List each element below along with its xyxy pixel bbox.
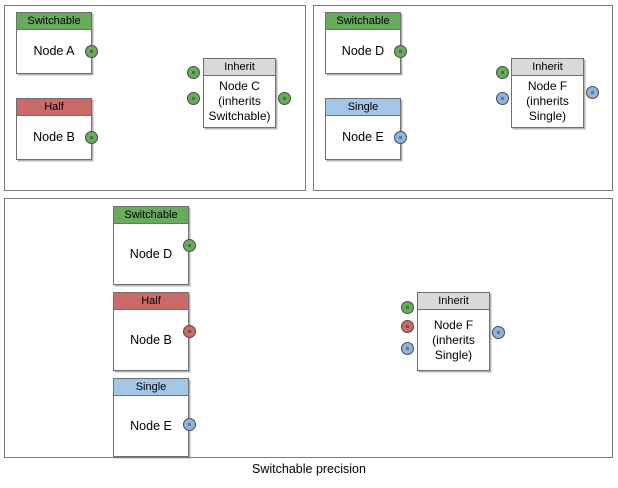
node-c[interactable]: Inherit Node C (inherits Switchable) <box>203 58 276 128</box>
port-node-e-output[interactable] <box>394 131 407 144</box>
node-f-bottom-header: Inherit <box>418 293 489 310</box>
node-c-header: Inherit <box>204 59 275 76</box>
port-node-c-output[interactable] <box>278 92 291 105</box>
node-d-bottom-header: Switchable <box>114 207 188 224</box>
port-node-f-top-input-2[interactable] <box>496 92 509 105</box>
port-node-c-input-2[interactable] <box>187 92 200 105</box>
port-node-d-bottom-output[interactable] <box>183 239 196 252</box>
port-node-d-output[interactable] <box>394 45 407 58</box>
node-f-top-header: Inherit <box>512 59 583 76</box>
node-e-bottom-label: Node E <box>130 418 172 433</box>
port-node-f-bottom-input-3[interactable] <box>401 342 414 355</box>
node-f-bottom-label: Node F (inherits Single) <box>432 317 475 362</box>
node-b-bottom-header: Half <box>114 293 188 310</box>
node-b-header: Half <box>17 99 91 116</box>
node-b-label: Node B <box>33 130 75 144</box>
node-e-bottom-header: Single <box>114 379 188 396</box>
port-node-f-bottom-input-1[interactable] <box>401 301 414 314</box>
port-node-f-bottom-input-2[interactable] <box>401 320 414 333</box>
port-node-c-input-1[interactable] <box>187 66 200 79</box>
node-d-bottom-label: Node D <box>129 246 173 261</box>
node-e[interactable]: Single Node E <box>325 98 401 160</box>
panel-bottom <box>4 198 613 458</box>
diagram-caption: Switchable precision <box>252 462 366 476</box>
node-e-header: Single <box>326 99 400 116</box>
port-node-f-top-output[interactable] <box>586 86 599 99</box>
port-node-f-bottom-output[interactable] <box>492 326 505 339</box>
node-c-label: Node C (inherits Switchable) <box>208 79 271 123</box>
port-node-a-output[interactable] <box>85 45 98 58</box>
node-a[interactable]: Switchable Node A <box>16 12 92 74</box>
node-e-bottom[interactable]: Single Node E <box>113 378 189 457</box>
node-b[interactable]: Half Node B <box>16 98 92 160</box>
port-node-f-top-input-1[interactable] <box>496 66 509 79</box>
node-d[interactable]: Switchable Node D <box>325 12 401 74</box>
node-d-label: Node D <box>341 44 385 58</box>
node-f-bottom[interactable]: Inherit Node F (inherits Single) <box>417 292 490 371</box>
node-b-bottom-label: Node B <box>130 332 172 347</box>
node-d-bottom[interactable]: Switchable Node D <box>113 206 189 285</box>
node-f-top-label: Node F (inherits Single) <box>526 79 569 123</box>
node-a-label: Node A <box>33 44 75 58</box>
node-b-bottom[interactable]: Half Node B <box>113 292 189 371</box>
node-a-header: Switchable <box>17 13 91 30</box>
node-e-label: Node E <box>342 130 384 144</box>
node-d-header: Switchable <box>326 13 400 30</box>
port-node-b-output[interactable] <box>85 131 98 144</box>
port-node-b-bottom-output[interactable] <box>183 325 196 338</box>
node-f-top[interactable]: Inherit Node F (inherits Single) <box>511 58 584 128</box>
port-node-e-bottom-output[interactable] <box>183 418 196 431</box>
